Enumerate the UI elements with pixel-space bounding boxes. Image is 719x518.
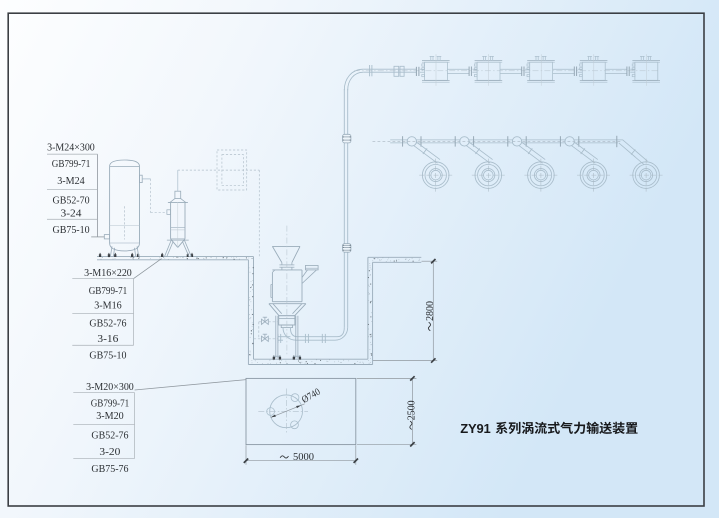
svg-text:GB799-71: GB799-71 [89, 285, 128, 297]
svg-text:GB799-71: GB799-71 [52, 158, 91, 170]
svg-text:3-24: 3-24 [61, 208, 83, 220]
svg-text:3-M16: 3-M16 [94, 300, 122, 312]
svg-text:2800: 2800 [425, 301, 436, 321]
svg-text:3-M20: 3-M20 [96, 410, 124, 422]
svg-text:2500: 2500 [406, 400, 417, 420]
svg-text:GB52-70: GB52-70 [53, 194, 91, 206]
svg-text:3-M24×300: 3-M24×300 [47, 141, 95, 153]
svg-text:3-M16×220: 3-M16×220 [84, 267, 132, 279]
svg-text:3-20: 3-20 [99, 446, 121, 458]
svg-text:5000: 5000 [293, 452, 314, 463]
svg-text:3-M24: 3-M24 [57, 175, 85, 187]
svg-text:GB75-10: GB75-10 [89, 350, 127, 362]
svg-text:3-16: 3-16 [97, 333, 119, 345]
svg-text:3-M20×300: 3-M20×300 [86, 381, 134, 393]
svg-text:ZY91: ZY91 [460, 421, 490, 436]
svg-text:GB75-76: GB75-76 [91, 463, 129, 475]
svg-text:GB799-71: GB799-71 [91, 398, 130, 410]
svg-text:GB75-10: GB75-10 [53, 224, 91, 236]
svg-text:GB52-76: GB52-76 [91, 430, 129, 442]
svg-text:GB52-76: GB52-76 [89, 317, 127, 329]
